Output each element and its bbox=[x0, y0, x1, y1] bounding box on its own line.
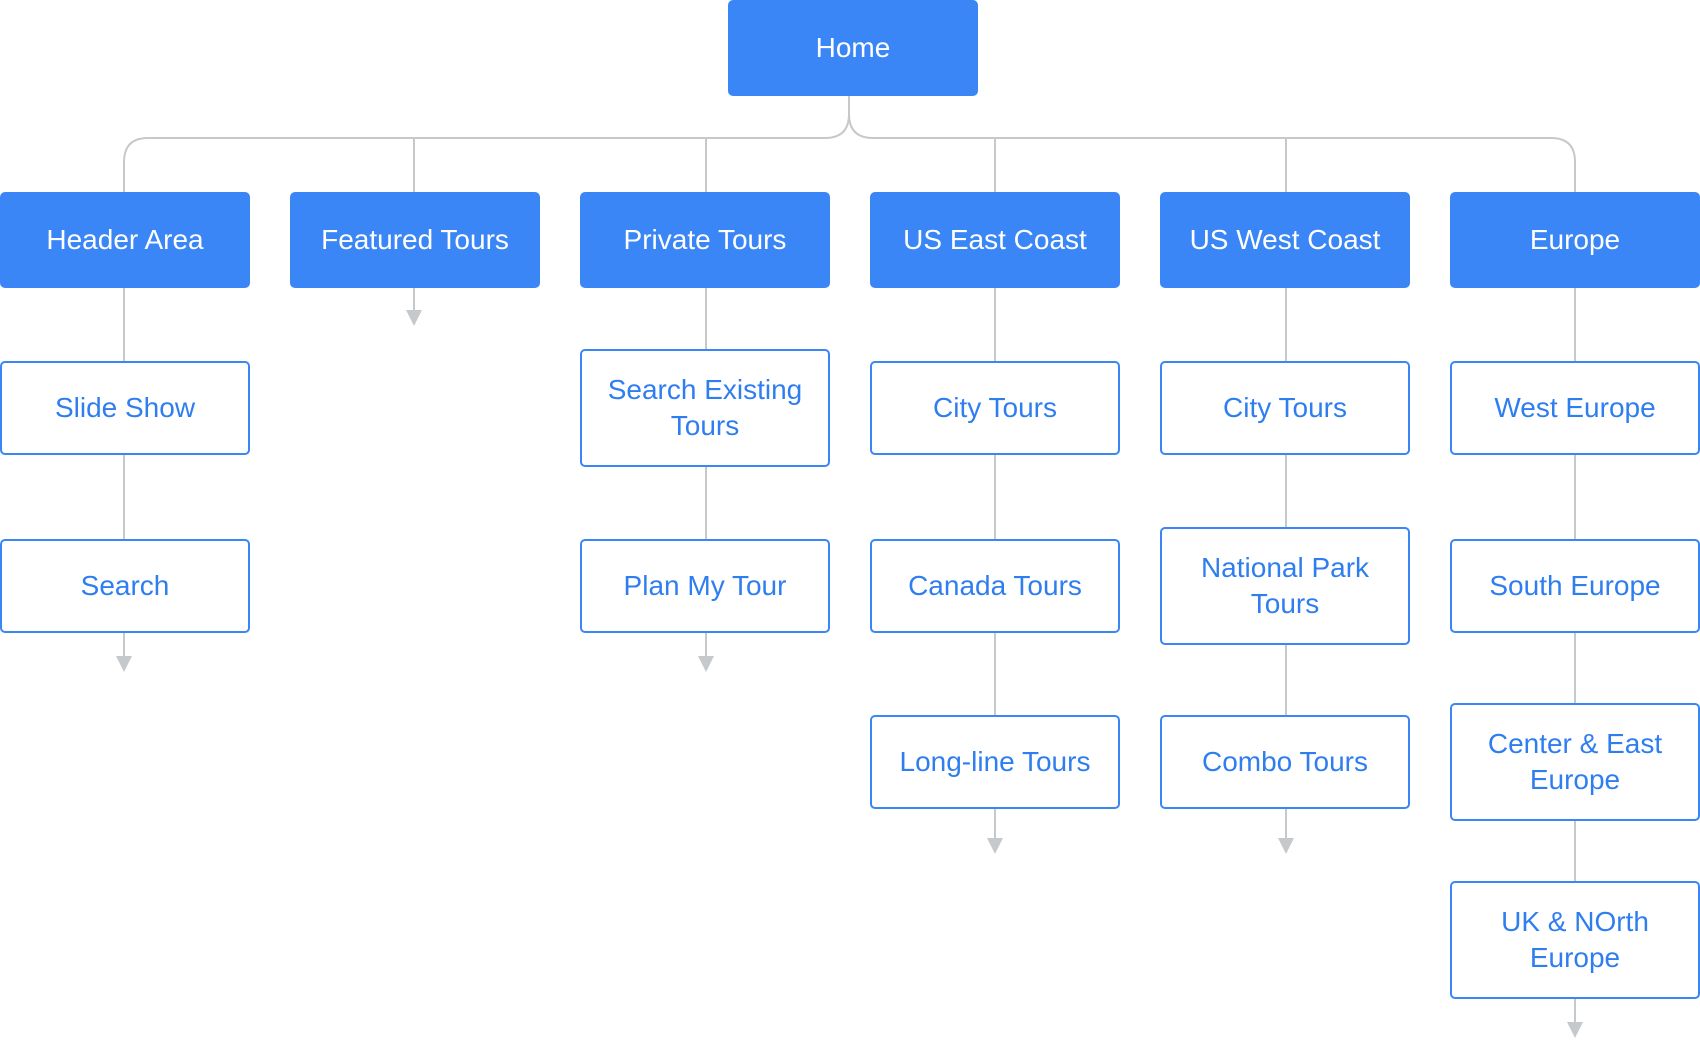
arrow-europe-column bbox=[1567, 1022, 1583, 1038]
node-featured-tours[interactable]: Featured Tours bbox=[290, 192, 540, 288]
arrow-west-column bbox=[1278, 838, 1294, 854]
node-europe[interactable]: Europe bbox=[1450, 192, 1700, 288]
node-us-east-coast[interactable]: US East Coast bbox=[870, 192, 1120, 288]
root-bus-line bbox=[123, 96, 850, 192]
arrow-private-column bbox=[698, 656, 714, 672]
node-search-existing-tours[interactable]: Search Existing Tours bbox=[580, 349, 830, 467]
node-uk-north-europe[interactable]: UK & NOrth Europe bbox=[1450, 881, 1700, 999]
arrow-featured-column bbox=[406, 310, 422, 326]
node-search[interactable]: Search bbox=[0, 539, 250, 633]
node-west-europe[interactable]: West Europe bbox=[1450, 361, 1700, 455]
node-home[interactable]: Home bbox=[728, 0, 978, 96]
node-combo-tours[interactable]: Combo Tours bbox=[1160, 715, 1410, 809]
node-slide-show[interactable]: Slide Show bbox=[0, 361, 250, 455]
node-header-area[interactable]: Header Area bbox=[0, 192, 250, 288]
node-private-tours[interactable]: Private Tours bbox=[580, 192, 830, 288]
node-canada-tours[interactable]: Canada Tours bbox=[870, 539, 1120, 633]
node-long-line-tours[interactable]: Long-line Tours bbox=[870, 715, 1120, 809]
node-us-west-coast[interactable]: US West Coast bbox=[1160, 192, 1410, 288]
root-bus-line-right bbox=[848, 113, 1576, 192]
node-south-europe[interactable]: South Europe bbox=[1450, 539, 1700, 633]
arrow-header-column bbox=[116, 656, 132, 672]
node-plan-my-tour[interactable]: Plan My Tour bbox=[580, 539, 830, 633]
node-east-city-tours[interactable]: City Tours bbox=[870, 361, 1120, 455]
node-west-city-tours[interactable]: City Tours bbox=[1160, 361, 1410, 455]
node-center-east-europe[interactable]: Center & East Europe bbox=[1450, 703, 1700, 821]
arrow-east-column bbox=[987, 838, 1003, 854]
node-national-park-tours[interactable]: National Park Tours bbox=[1160, 527, 1410, 645]
